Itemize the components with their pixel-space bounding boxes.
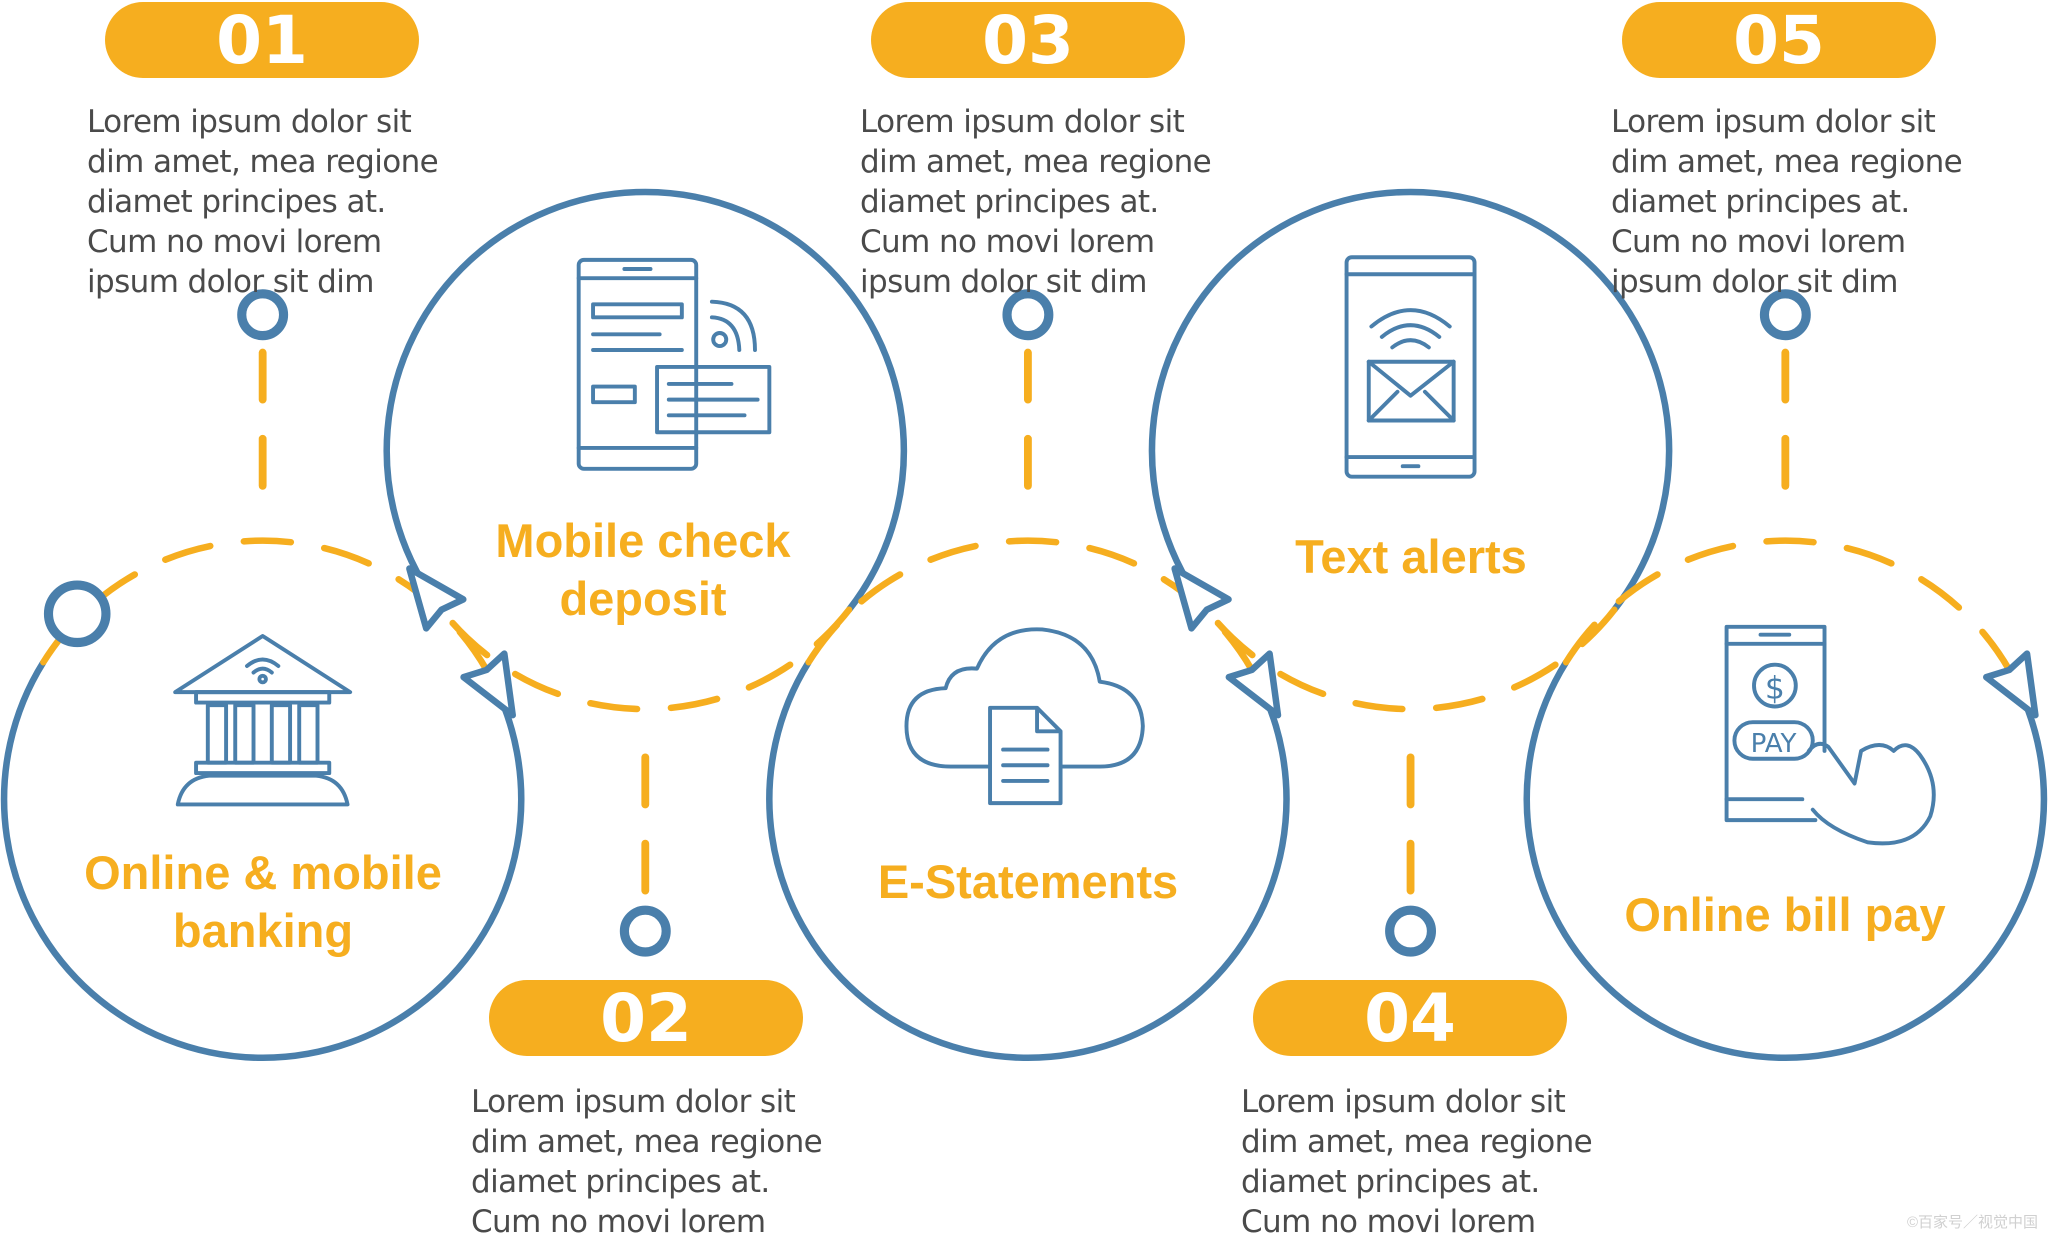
mobile-check-icon — [576, 257, 772, 471]
watermark: ©百家号／视觉中国 — [1906, 1214, 2038, 1231]
step-number-02: 02 — [489, 980, 803, 1057]
step-description-02: Lorem ipsum dolor sit dim amet, mea regi… — [471, 1084, 823, 1238]
timeline-dot — [237, 289, 289, 341]
step-title-03: E-Statements — [877, 855, 1179, 908]
ring-1-arc — [0, 660, 525, 1062]
ring-2-arc — [383, 188, 908, 612]
step-number-01: 01 — [105, 2, 419, 79]
arrowhead-icon — [1983, 650, 2039, 719]
ring-4-arc — [1148, 188, 1673, 612]
arrowhead-icon — [460, 650, 516, 719]
arrowhead-icon — [406, 565, 467, 632]
ring-5-arc — [1523, 660, 2048, 1062]
dollar-sign: $ — [1765, 671, 1785, 707]
ring-5-dashed-arc — [1562, 537, 2013, 674]
step-title-02: Mobile check deposit — [495, 514, 791, 625]
pay-label: PAY — [1751, 729, 1797, 759]
start-dot — [43, 580, 111, 648]
timeline-dot — [619, 905, 671, 957]
step-title-04: Text alerts — [1295, 530, 1527, 583]
bank-icon — [173, 634, 353, 807]
timeline-dot — [1385, 905, 1437, 957]
phone-message-icon — [1344, 255, 1477, 479]
step-number-03: 03 — [871, 2, 1185, 79]
step-title-01: Online & mobile banking — [84, 846, 442, 957]
step-description-05: Lorem ipsum dolor sit dim amet, mea regi… — [1611, 104, 1963, 300]
phone-pay-icon — [1724, 624, 1936, 846]
cloud-document-icon — [904, 627, 1145, 806]
timeline-dot — [1759, 289, 1811, 341]
step-number-05: 05 — [1622, 2, 1936, 79]
step-title-05: Online bill pay — [1624, 888, 1946, 941]
step-number-04: 04 — [1253, 980, 1567, 1057]
step-description-03: Lorem ipsum dolor sit dim amet, mea regi… — [860, 104, 1212, 300]
step-description-04: Lorem ipsum dolor sit dim amet, mea regi… — [1241, 1084, 1593, 1238]
arrowhead-icon — [1225, 650, 1282, 719]
ring-3-arc — [766, 660, 1290, 1062]
arrowhead-icon — [1171, 565, 1232, 632]
timeline-dot — [1002, 289, 1054, 341]
step-description-01: Lorem ipsum dolor sit dim amet, mea regi… — [87, 104, 439, 300]
